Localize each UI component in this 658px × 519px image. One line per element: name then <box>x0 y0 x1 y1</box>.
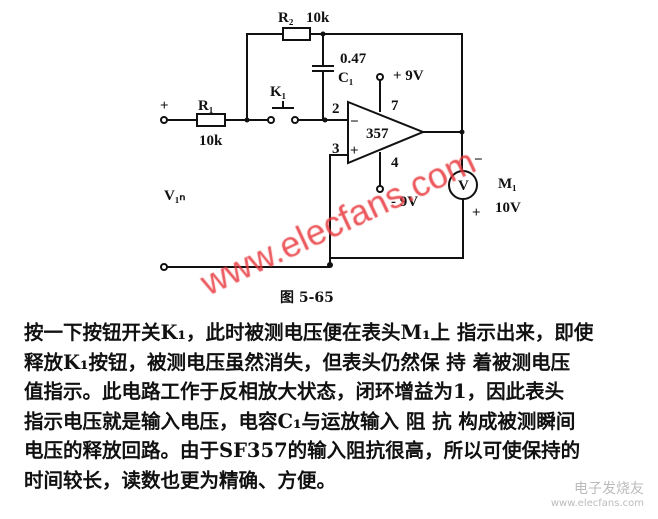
noninv-wire <box>329 154 348 267</box>
vminus-label: - 9V <box>391 194 418 210</box>
vplus-terminal <box>376 73 384 81</box>
pin3-label: 3 <box>332 141 340 157</box>
pin7-label: 7 <box>391 98 399 114</box>
c1-value: 0.47 <box>340 51 367 67</box>
k1-label: K₁ <box>270 84 286 100</box>
m1-label: M₁ <box>498 176 517 192</box>
site-logo: 电子发烧友 www.elecfans.com <box>551 478 644 509</box>
c1-label: C₁ <box>338 70 353 86</box>
logo-name: 电子发烧友 <box>574 481 644 497</box>
input-terminal-plus <box>160 116 168 124</box>
resistor-r1 <box>196 113 226 127</box>
circuit-diagram: R₂ 10k 0.47 C₁ R₁ 10k K₁ + 2 3 − + 357 7… <box>160 10 521 271</box>
r1-label: R₁ <box>198 98 213 114</box>
meter-plus: + <box>472 205 481 221</box>
logo-url: www.elecfans.com <box>550 498 644 509</box>
text-line: 值指示。此电路工作于反相放大状态，闭环增益为1，因此表头 <box>24 380 565 403</box>
text-line: 按一下按钮开关K₁，此时被测电压便在表头M₁上 指示出来，即使 <box>24 321 594 344</box>
inverting-sign: − <box>350 114 359 130</box>
switch-k1 <box>272 101 294 109</box>
vin-plus-label: + <box>160 98 169 114</box>
text-line: 释放K₁按钮，被测电压虽然消失，但表头仍然保 持 着被测电压 <box>24 350 571 374</box>
r1-value: 10k <box>199 133 223 149</box>
meter-minus: − <box>474 152 483 168</box>
pin2-label: 2 <box>332 101 340 117</box>
vin-label: V₁ₙ <box>164 188 185 204</box>
vminus-terminal <box>376 185 384 193</box>
r2-label: R₂ <box>278 10 294 26</box>
text-line: 指示电压就是输入电压，电容C₁与运放输入 阻 抗 构成被测瞬间 <box>24 409 576 433</box>
description-paragraph: 按一下按钮开关K₁，此时被测电压便在表头M₁上 指示出来，即使 释放K₁按钮，被… <box>24 318 644 495</box>
figure-caption: 图 5-65 <box>280 290 334 306</box>
input-terminal-minus <box>160 263 168 271</box>
resistor-r2 <box>282 27 311 41</box>
r2-value: 10k <box>306 10 330 26</box>
noninverting-sign: + <box>350 143 359 159</box>
opamp-label: 357 <box>366 126 389 142</box>
ground-wire <box>166 199 464 268</box>
text-line: 电压的释放回路。由于SF357的输入阻抗很高，所以可使保持的 <box>24 439 581 462</box>
vplus-label: + 9V <box>393 68 424 84</box>
meter-symbol: V <box>458 178 469 194</box>
m1-value: 10V <box>495 200 521 216</box>
pin4-label: 4 <box>391 155 399 171</box>
text-line: 时间较长，读数也更为精确、方便。 <box>24 468 337 492</box>
capacitor-c1 <box>312 34 334 120</box>
